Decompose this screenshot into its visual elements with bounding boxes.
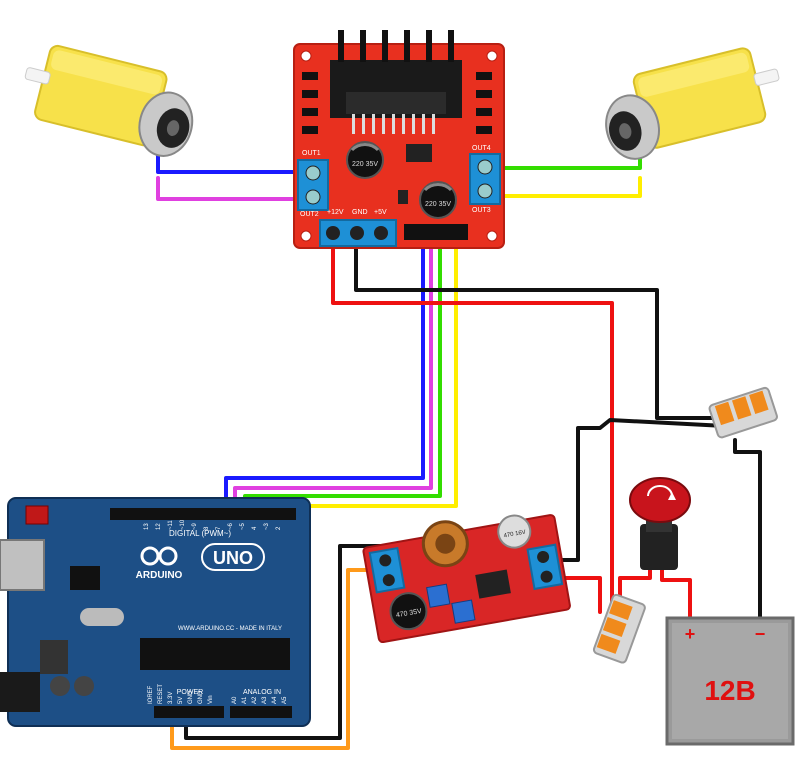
power-pin-label: RESET (158, 684, 164, 704)
digital-header (110, 508, 296, 520)
wire-black-gnd-driver (354, 233, 727, 420)
arduino-site-text: WWW.ARDUINO.CC - MADE IN ITALY (178, 626, 282, 632)
digital-pin-label: ~5 (240, 522, 246, 530)
wago-connector-bottom (592, 593, 646, 664)
power-pin-label: Vin (208, 695, 214, 704)
wire-blue-control (224, 238, 425, 516)
driver-label-gnd: GND (352, 209, 368, 216)
analog-label: ANALOG IN (243, 689, 281, 696)
analog-pin-label: A0 (232, 696, 238, 704)
terminal-out3-out4 (469, 153, 501, 205)
wago-connector-top (708, 386, 778, 439)
digital-pin-label: ~11 (168, 520, 174, 530)
wire-red-switch-b (660, 566, 692, 620)
analog-pin-label: A4 (272, 696, 278, 704)
left-gear-motor (24, 44, 194, 157)
power-pin-label: 5V (178, 697, 184, 704)
driver-label-out4: OUT4 (472, 145, 491, 152)
power-header (154, 706, 224, 718)
digital-pin-label: 12 (156, 523, 162, 530)
analog-pin-labels: A0 A1 A2 A3 A4 A5 (232, 696, 288, 704)
wire-green-control (243, 238, 442, 516)
power-pin-label: 3.3V (168, 692, 174, 704)
power-pin-label: IOREF (148, 685, 154, 704)
battery-plus-label: + (685, 624, 696, 644)
power-pin-labels: IOREF RESET 3.3V 5V GND GND Vin (148, 684, 214, 704)
arduino-logo-text: ARDUINO (136, 570, 183, 581)
wire-black-gnd-battery (733, 438, 762, 620)
driver-label-5v: +5V (374, 209, 387, 216)
terminal-power (319, 219, 397, 247)
arduino-model: UNO (213, 548, 253, 568)
wire-red-12v (331, 233, 614, 614)
l298n-motor-driver: 220 35V 220 35V OUT1 OUT2 OUT3 (293, 30, 505, 249)
analog-header (230, 706, 292, 718)
buck-capacitor-1-label: 470 35V (395, 608, 422, 619)
digital-pin-label: 7 (216, 526, 222, 530)
buck-capacitor-2-label: 470 16V (503, 530, 526, 540)
driver-capacitor-1: 220 35V (346, 141, 384, 179)
arduino-uno: DIGITAL (PWM~) 13 12 ~11 ~10 ~9 8 7 ~6 ~5 4 ~3 2 AR… (0, 497, 311, 727)
terminal-out1-out2 (297, 159, 329, 211)
wire-black-gnd-buck (544, 418, 727, 562)
driver-capacitor-2-label: 220 35V (425, 201, 451, 208)
driver-label-out2: OUT2 (300, 211, 319, 218)
digital-pin-labels: 13 12 ~11 ~10 ~9 8 7 ~6 ~5 4 ~3 2 (144, 519, 282, 530)
wires (156, 138, 762, 750)
driver-label-12v: +12V (327, 209, 344, 216)
power-pin-label: GND (188, 690, 194, 704)
analog-pin-label: A5 (282, 696, 288, 704)
wire-black-arduino-gnd (184, 544, 382, 740)
analog-pin-label: A2 (252, 696, 258, 704)
wire-yellow-right-motor (478, 176, 642, 198)
battery-voltage-label: 12B (704, 675, 755, 706)
digital-pin-label: 2 (276, 526, 282, 530)
digital-header-label: DIGITAL (PWM~) (169, 529, 231, 538)
digital-pin-label: 8 (204, 526, 210, 530)
right-gear-motor (605, 47, 780, 160)
analog-pin-label: A3 (262, 696, 268, 704)
emergency-stop-switch (629, 477, 691, 570)
driver-capacitor-2: 220 35V (419, 181, 457, 219)
buck-converter: 470 35V 470 16V (362, 514, 571, 644)
analog-pin-label: A1 (242, 696, 248, 704)
digital-pin-label: 4 (252, 526, 258, 530)
arduino-logo: ARDUINO (136, 546, 183, 581)
driver-label-out1: OUT1 (302, 150, 321, 157)
wire-orange-arduino-5v (170, 568, 382, 750)
driver-label-out3: OUT3 (472, 207, 491, 214)
digital-pin-label: ~6 (228, 522, 234, 530)
digital-pin-label: ~3 (264, 522, 270, 530)
power-pin-label: GND (198, 690, 204, 704)
digital-pin-label: ~9 (192, 522, 198, 530)
driver-capacitor-1-label: 220 35V (352, 161, 378, 168)
power-label: POWER (177, 689, 203, 696)
digital-pin-label: 13 (144, 523, 150, 530)
battery-minus-label: − (755, 624, 766, 644)
digital-pin-label: ~10 (180, 519, 186, 530)
battery-12v: + − 12B (665, 616, 795, 746)
heatsink (330, 30, 462, 134)
wire-magenta-left-motor (156, 176, 310, 201)
